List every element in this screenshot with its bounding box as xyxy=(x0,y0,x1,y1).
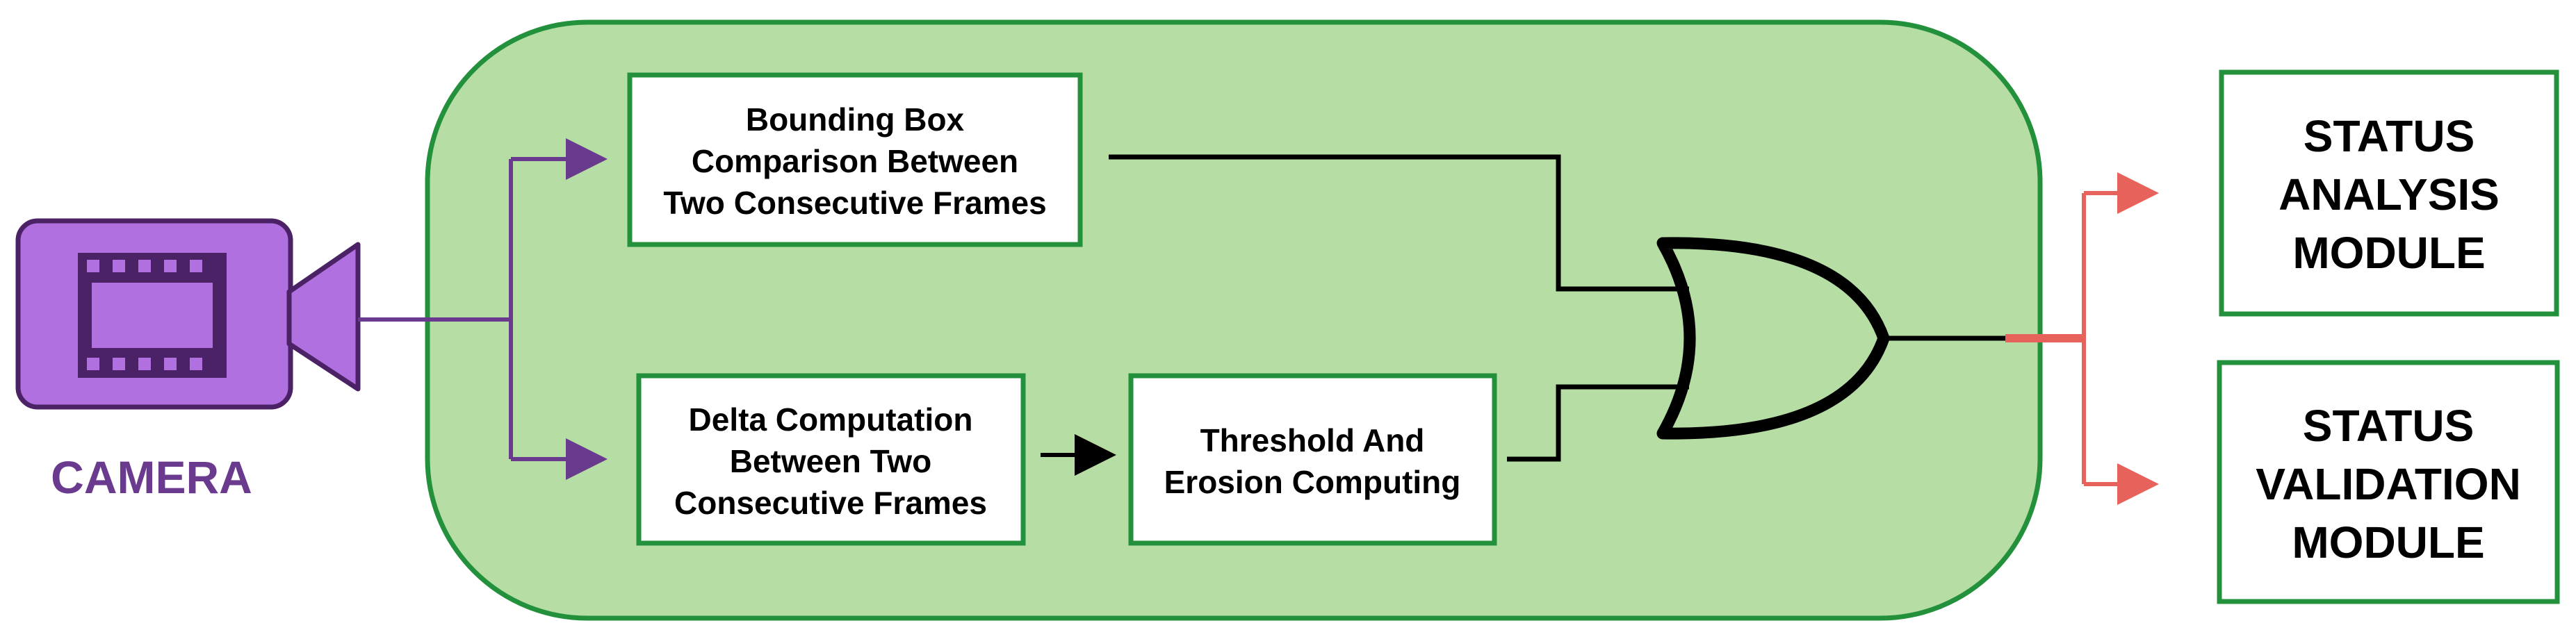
delta-line-1: Delta Computation xyxy=(689,401,973,438)
validation-line-1: STATUS xyxy=(2303,401,2475,451)
analysis-line-3: MODULE xyxy=(2292,228,2485,278)
threshold-line-2: Erosion Computing xyxy=(1164,464,1461,500)
bounding-box-line-3: Two Consecutive Frames xyxy=(663,185,1046,221)
or-gate-icon xyxy=(1656,237,1890,440)
camera: CAMERA xyxy=(15,218,361,503)
status-validation-module: STATUS VALIDATION MODULE xyxy=(2217,360,2560,604)
video-camera-icon xyxy=(15,218,361,410)
gate-input-wires xyxy=(1109,154,1689,462)
analysis-line-1: STATUS xyxy=(2304,111,2475,161)
delta-line-3: Consecutive Frames xyxy=(674,485,987,521)
camera-split-connector xyxy=(358,138,608,480)
delta-computation-box: Delta Computation Between Two Consecutiv… xyxy=(636,373,1026,546)
status-analysis-module: STATUS ANALYSIS MODULE xyxy=(2219,69,2559,317)
output-split-connector xyxy=(2005,172,2159,505)
bounding-box-line-2: Comparison Between xyxy=(692,143,1018,179)
threshold-line-1: Threshold And xyxy=(1200,422,1425,458)
bounding-box-comparison-box: Bounding Box Comparison Between Two Cons… xyxy=(627,72,1083,247)
analysis-line-2: ANALYSIS xyxy=(2279,169,2500,219)
validation-line-2: VALIDATION xyxy=(2256,459,2521,509)
delta-line-2: Between Two xyxy=(730,443,932,479)
validation-line-3: MODULE xyxy=(2292,517,2484,567)
bounding-box-line-1: Bounding Box xyxy=(746,101,965,138)
camera-label: CAMERA xyxy=(51,451,252,503)
threshold-erosion-box: Threshold And Erosion Computing xyxy=(1128,373,1497,546)
